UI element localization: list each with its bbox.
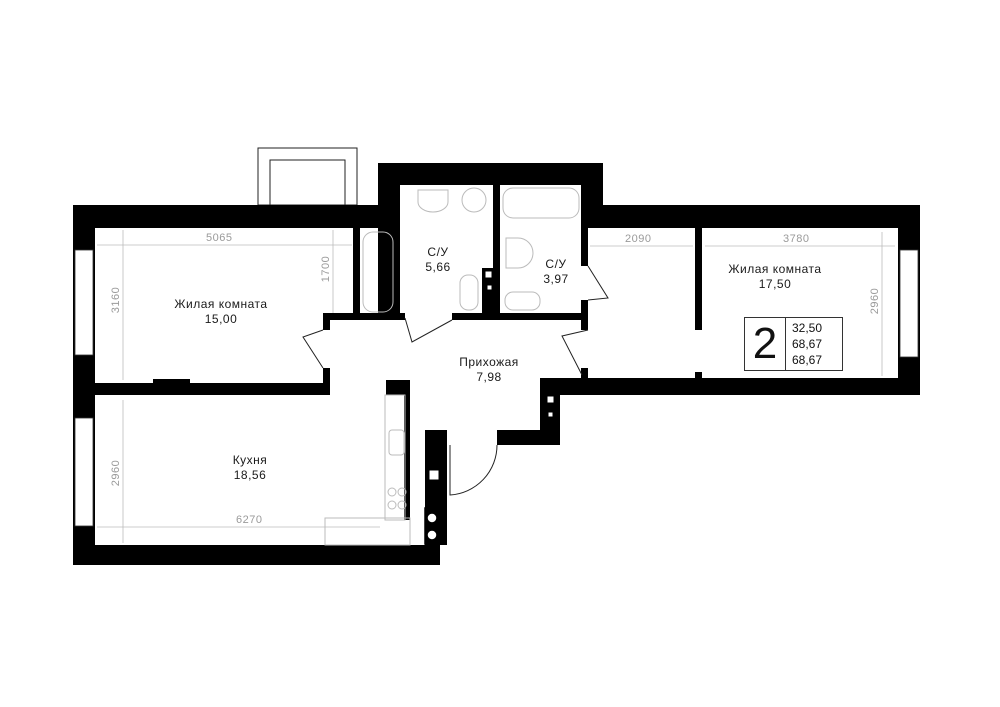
room-hallway-label: Прихожая 7,98 <box>459 355 519 385</box>
kitchen-sink-icon <box>388 429 405 456</box>
dim-corridor-width: 2090 <box>625 233 652 245</box>
room-name: С/У <box>545 257 567 271</box>
dim-room1-height: 3160 <box>110 286 123 314</box>
doors <box>302 265 609 496</box>
door-room1 <box>302 329 324 369</box>
balcony <box>257 147 358 206</box>
room-bathroom-1-label: С/У 5,66 <box>425 245 450 275</box>
room-area: 18,56 <box>233 468 267 482</box>
toilet-icon <box>459 274 479 311</box>
door-room2 <box>561 329 589 376</box>
room-kitchen-label: Кухня 18,56 <box>233 453 268 483</box>
room-area: 15,00 <box>204 312 238 326</box>
room-area: 3,97 <box>543 272 569 286</box>
room-name: Кухня <box>232 453 268 467</box>
total-area-with-balcony: 68,67 <box>792 353 823 367</box>
room-name: Прихожая <box>459 355 519 369</box>
door-bath1 <box>404 317 453 343</box>
fixtures <box>324 187 580 546</box>
kitchen-counter <box>384 394 406 521</box>
dim-room2-width: 3780 <box>783 233 810 245</box>
bathtub-icon <box>362 231 394 313</box>
dim-room2-height: 2960 <box>869 287 882 315</box>
dim-kitchen-height: 2960 <box>110 459 123 487</box>
living-area: 32,50 <box>792 321 823 335</box>
room-living-1-label: Жилая комната 15,00 <box>174 297 267 327</box>
stove-circles <box>424 507 440 545</box>
rooms-count: 2 <box>745 318 786 370</box>
total-area: 68,67 <box>792 337 823 351</box>
sink-icon <box>505 237 534 269</box>
dim-kitchen-width: 6270 <box>236 514 263 526</box>
kitchen-counter <box>324 517 411 546</box>
toilet-icon <box>504 291 541 311</box>
vent-shafts <box>428 270 555 481</box>
room-area: 5,66 <box>425 260 451 274</box>
room-name: Жилая комната <box>174 297 268 311</box>
door-bath2 <box>587 265 609 301</box>
washing-machine-icon <box>461 187 487 213</box>
room-area: 7,98 <box>476 370 502 384</box>
sink-icon <box>417 189 449 213</box>
windows <box>74 249 919 527</box>
apartment-summary: 2 32,50 68,67 68,67 <box>744 317 843 371</box>
room-living-2-label: Жилая комната 17,50 <box>728 262 821 292</box>
dim-room1-width: 5065 <box>206 232 233 244</box>
bathtub-icon <box>502 187 580 219</box>
room-name: С/У <box>427 245 449 259</box>
room-name: Жилая комната <box>728 262 822 276</box>
entrance-door <box>449 444 498 496</box>
room-bathroom-2-label: С/У 3,97 <box>543 257 568 287</box>
dim-room1-inner: 1700 <box>320 255 333 283</box>
room-area: 17,50 <box>758 277 792 291</box>
dimension-lines <box>97 230 895 543</box>
